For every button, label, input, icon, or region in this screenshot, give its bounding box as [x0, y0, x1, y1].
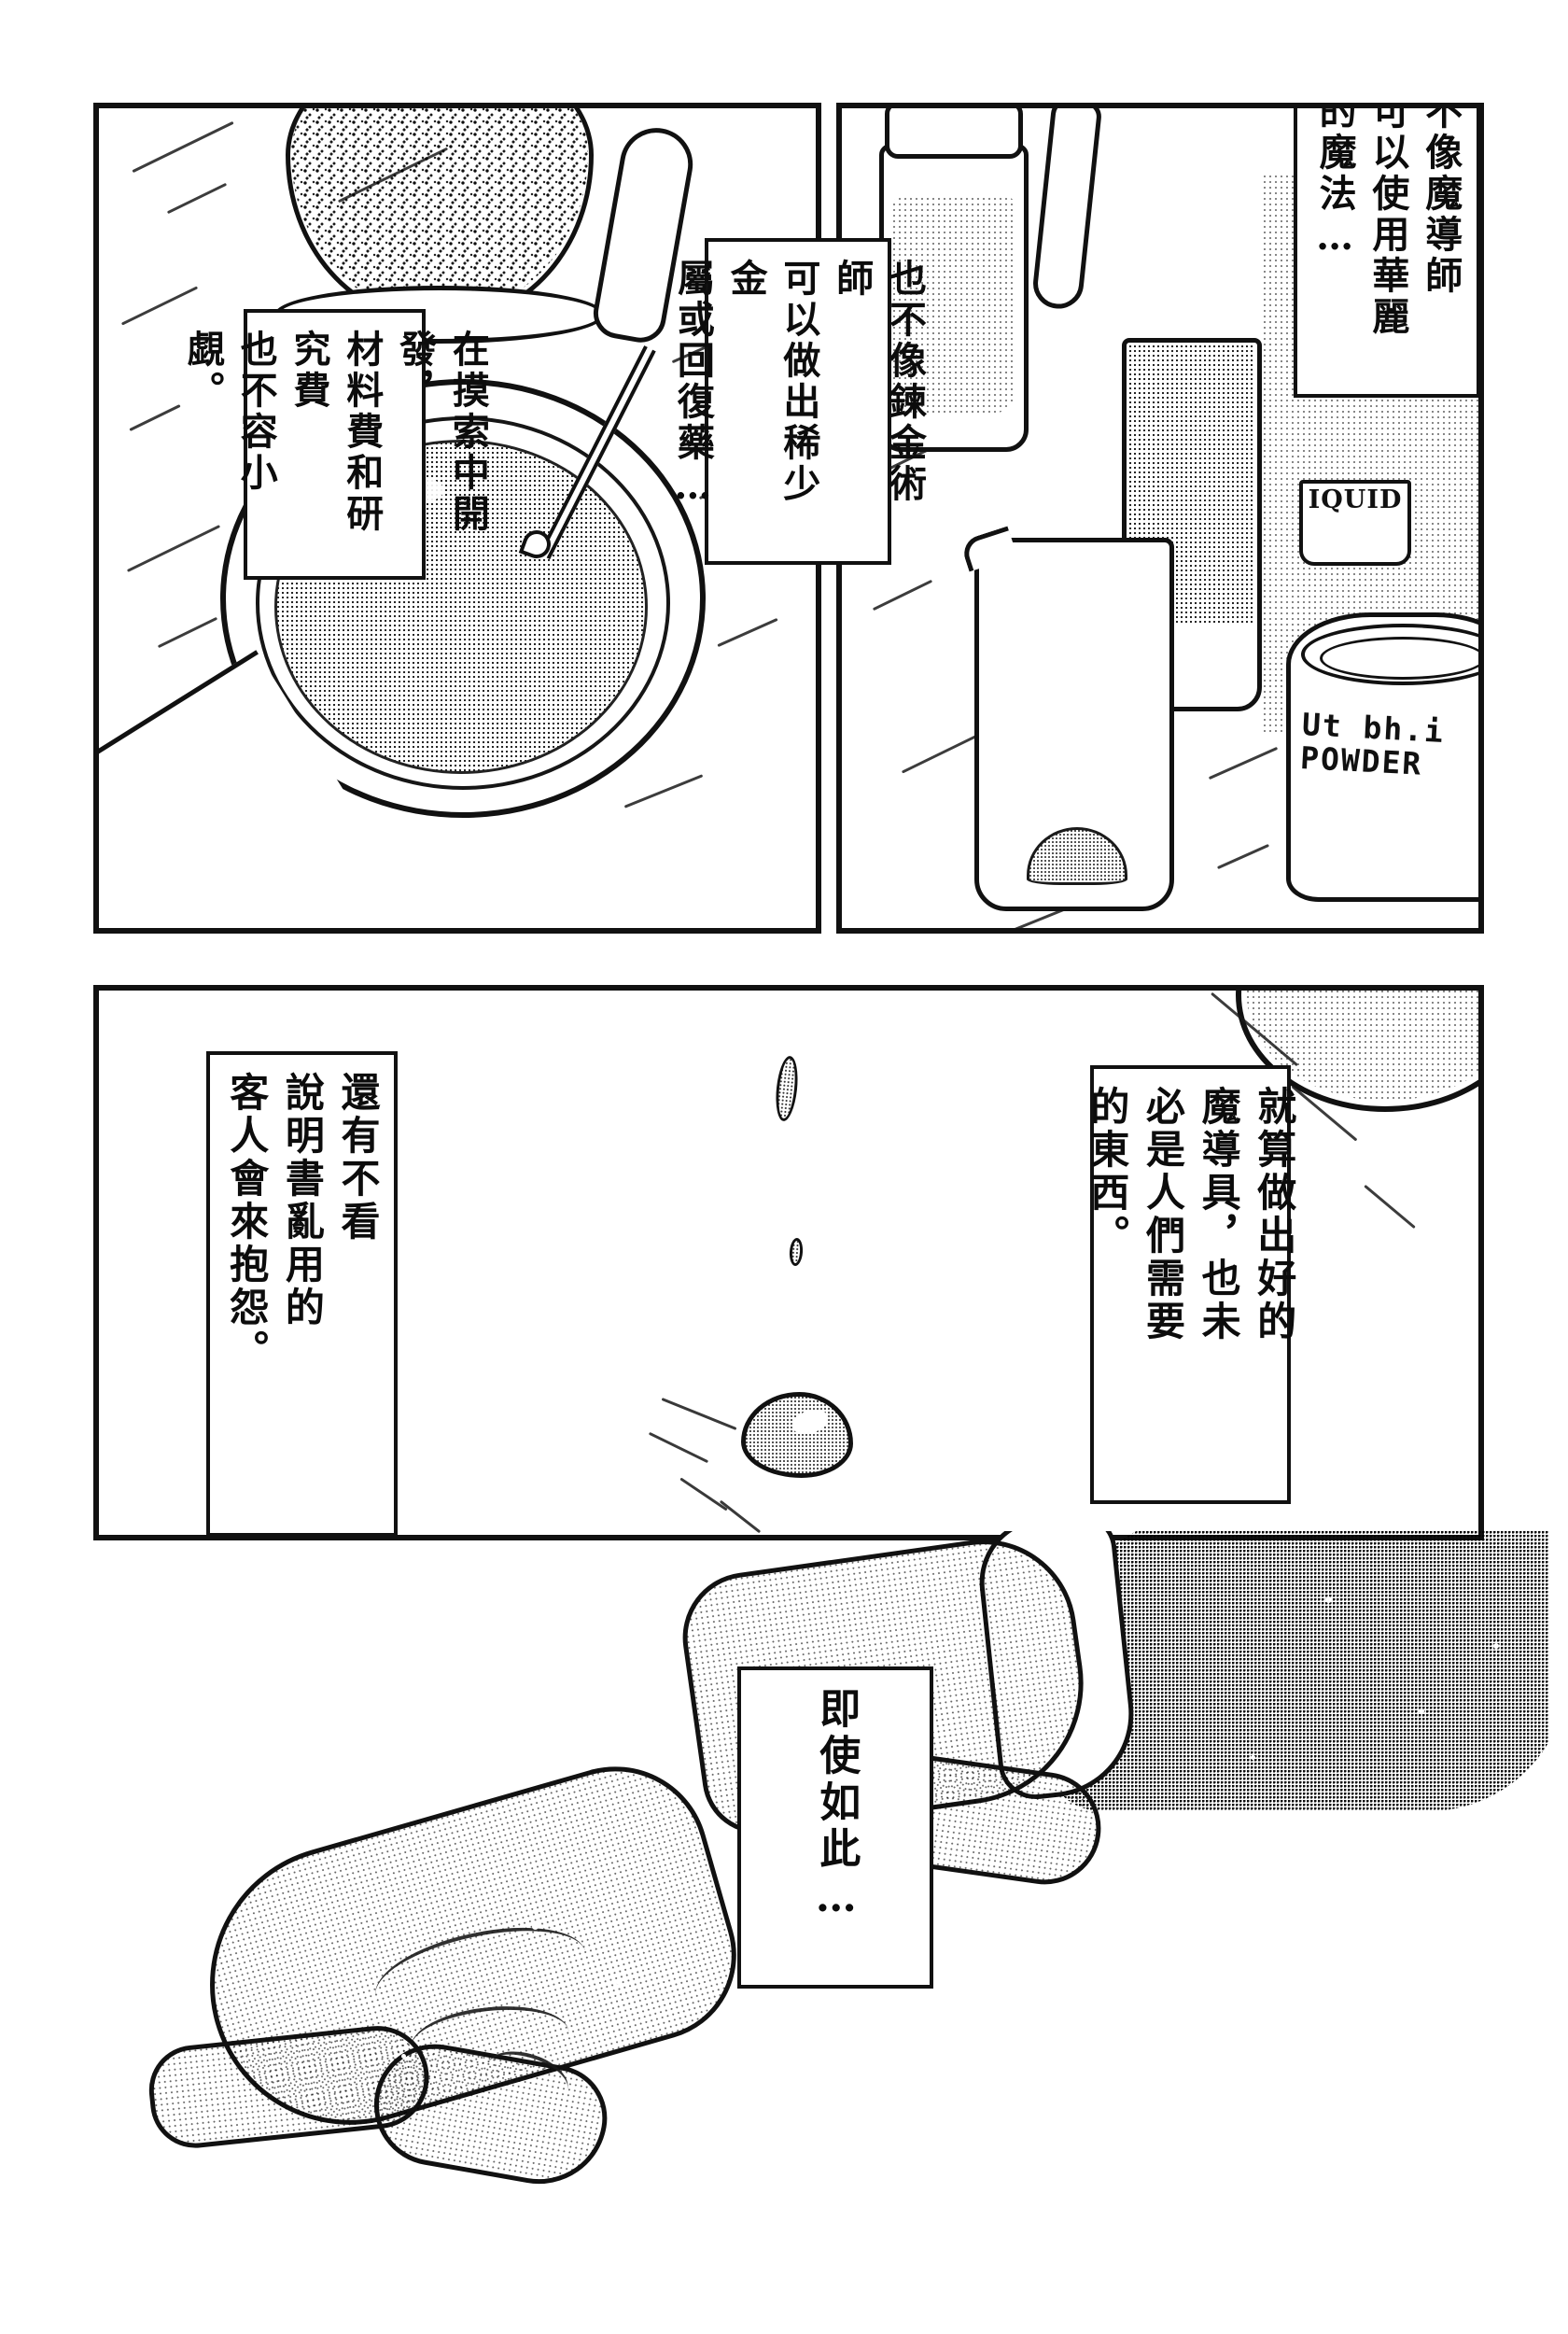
caption-box-2: 也不像鍊金術師 可以做出稀少金 屬或回復藥… — [671, 238, 927, 565]
caption-box-5: 就算做出好的 魔導具，也未 必是人們需要 的東西。 — [1085, 1065, 1297, 1504]
panel-bottom-bleed: 即使如此… — [93, 1531, 1549, 2297]
sparkle — [532, 1923, 539, 1930]
bottle-liquid — [893, 198, 1015, 413]
sparkle — [1251, 1755, 1255, 1760]
glass-beaker — [974, 538, 1174, 911]
pipette — [1030, 108, 1103, 312]
panel-top-right: IQUID Ut bh.i POWDER 不像魔導師 可以使用華麗 的魔法… — [836, 103, 1484, 934]
caption-5-text: 就算做出好的 魔導具，也未 必是人們需要 的東西。 — [1084, 1086, 1297, 1343]
table-scratch — [1208, 746, 1279, 780]
caption-box-4: 還有不看 說明書亂用的 客人會來抱怨。 — [206, 1051, 398, 1535]
can-label: Ut bh.i POWDER — [1299, 706, 1478, 785]
caption-3-text: 不像魔導師 可以使用華麗 的魔法… — [1312, 103, 1463, 338]
sparkle — [401, 2054, 406, 2059]
panel-middle-wide: 還有不看 說明書亂用的 客人會來抱怨。 就算做出好的 魔導具，也未 必是人們需要… — [93, 985, 1484, 1540]
caption-box-3: 不像魔導師 可以使用華麗 的魔法… — [1294, 103, 1478, 398]
bottle-cap — [885, 108, 1023, 159]
table-scratch — [901, 734, 979, 774]
gemstone — [741, 1392, 853, 1478]
sparkle — [1325, 1596, 1332, 1603]
caption-box-6: 即使如此… — [737, 1666, 933, 1989]
caption-4-text: 還有不看 說明書亂用的 客人會來抱怨。 — [223, 1072, 381, 1372]
sparkle — [1493, 1643, 1499, 1649]
caption-box-1: 在摸索中開發， 材料費和研究費 也不容小覷。 — [181, 309, 490, 580]
can-rim-inner — [1320, 637, 1478, 680]
bottle-label-text: IQUID — [1308, 485, 1403, 514]
table-scratch — [872, 579, 933, 612]
panel-top-left: 在摸索中開發， 材料費和研究費 也不容小覷。 — [93, 103, 821, 934]
sparkle — [1419, 1708, 1424, 1714]
sparkle — [616, 1979, 622, 1985]
caption-2-text: 也不像鍊金術師 可以做出稀少金 屬或回復藥… — [670, 259, 927, 512]
bottle-label: IQUID — [1299, 480, 1411, 566]
table-scratch — [1216, 843, 1270, 870]
glass-dish-inner — [256, 416, 670, 790]
caption-1-text: 在摸索中開發， 材料費和研究費 也不容小覷。 — [180, 330, 490, 535]
caption-6-text: 即使如此… — [812, 1687, 861, 1927]
